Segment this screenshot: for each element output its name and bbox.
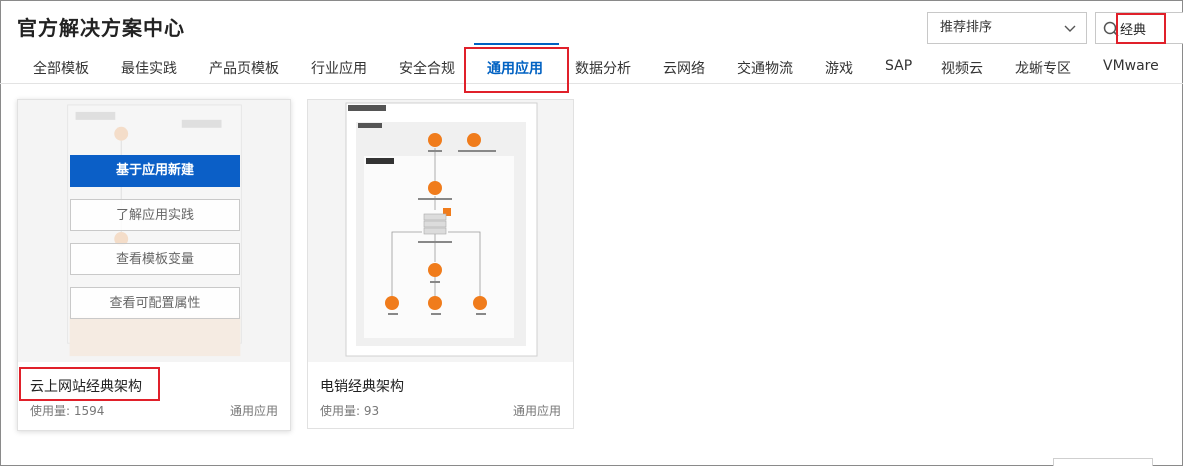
chevron-down-icon	[1064, 25, 1076, 32]
tab-cloud-network[interactable]: 云网络	[663, 61, 705, 77]
architecture-diagram	[345, 102, 538, 357]
view-configurable-properties-button[interactable]: 查看可配置属性	[70, 287, 240, 319]
tab-data-analytics[interactable]: 数据分析	[575, 61, 631, 77]
tab-product-templates[interactable]: 产品页模板	[209, 61, 279, 77]
category-tabs: 全部模板 最佳实践 产品页模板 行业应用 安全合规 通用应用 数据分析 云网络 …	[0, 50, 1183, 84]
sort-select-value: 推荐排序	[940, 20, 993, 35]
card-usage: 使用量: 93	[320, 404, 380, 418]
learn-app-practice-button[interactable]: 了解应用实践	[70, 199, 240, 231]
card-title[interactable]: 电销经典架构	[320, 379, 404, 395]
create-from-app-button[interactable]: 基于应用新建	[70, 155, 240, 187]
highlight-box-search	[1116, 13, 1166, 44]
card-thumbnail	[308, 100, 573, 362]
card-category: 通用应用	[512, 404, 561, 418]
sort-select[interactable]: 推荐排序	[927, 12, 1087, 44]
solution-card[interactable]: 基于应用新建 了解应用实践 查看模板变量 查看可配置属性 云上网站经典架构 使用…	[17, 99, 291, 431]
highlight-box-card-title	[19, 367, 160, 401]
solution-card[interactable]: 电销经典架构 使用量: 93 通用应用	[307, 99, 574, 429]
card-category: 通用应用	[229, 404, 278, 418]
card-usage: 使用量: 1594	[30, 404, 105, 418]
highlight-box-tab	[464, 47, 569, 93]
tab-games[interactable]: 游戏	[825, 61, 853, 77]
tab-vmware[interactable]: VMware	[1103, 58, 1159, 74]
tab-transport-logistics[interactable]: 交通物流	[737, 61, 793, 77]
tab-security-compliance[interactable]: 安全合规	[399, 61, 455, 77]
tab-general-apps[interactable]: 通用应用	[487, 61, 543, 77]
tab-sap[interactable]: SAP	[885, 58, 913, 74]
page-title: 官方解决方案中心	[17, 16, 185, 40]
tab-all-templates[interactable]: 全部模板	[33, 61, 89, 77]
tab-video-cloud[interactable]: 视频云	[941, 61, 983, 77]
tab-anolis-zone[interactable]: 龙蜥专区	[1015, 61, 1071, 77]
card-thumbnail: 基于应用新建 了解应用实践 查看模板变量 查看可配置属性	[18, 100, 290, 362]
pagination-stub[interactable]	[1053, 458, 1153, 466]
card-title[interactable]: 云上网站经典架构	[30, 379, 142, 395]
tab-industry-apps[interactable]: 行业应用	[311, 61, 367, 77]
view-template-variables-button[interactable]: 查看模板变量	[70, 243, 240, 275]
active-tab-indicator	[474, 43, 559, 45]
tab-best-practices[interactable]: 最佳实践	[121, 61, 177, 77]
